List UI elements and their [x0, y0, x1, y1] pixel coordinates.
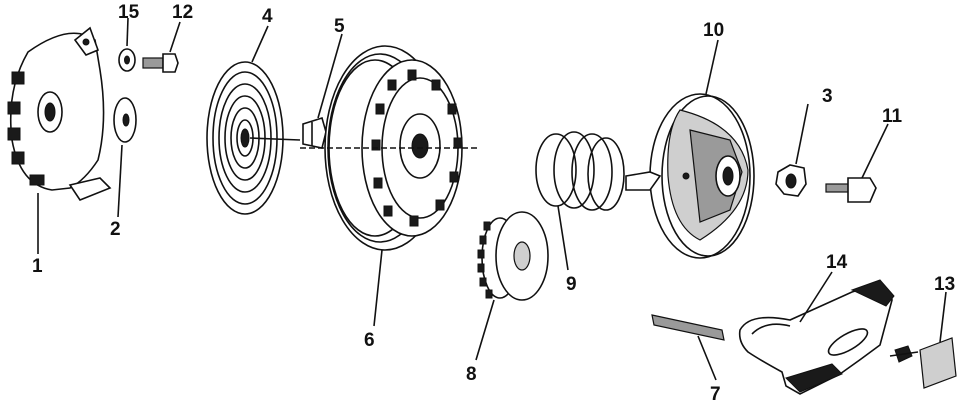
callout-14: 14 — [826, 252, 848, 273]
part-handle-cap — [919, 337, 957, 389]
callout-10: 10 — [703, 20, 724, 41]
callout-1: 1 — [32, 256, 43, 277]
part-rope-pulley — [300, 45, 480, 251]
part-hex-nut — [775, 164, 807, 197]
part-drive-gear — [477, 211, 549, 301]
part-housing-cover — [7, 26, 112, 201]
part-washer — [113, 97, 137, 143]
callout-13: 13 — [934, 274, 955, 295]
callout-6: 6 — [364, 330, 375, 351]
leader-lines — [37, 17, 947, 381]
part-screw-small — [142, 53, 179, 73]
part-rope — [651, 314, 725, 341]
part-retainer-plate — [625, 93, 755, 259]
part-friction-spring — [535, 131, 625, 211]
callout-12: 12 — [172, 2, 193, 23]
part-rewind-spring — [206, 61, 301, 215]
callout-11: 11 — [882, 106, 903, 127]
part-bolt — [825, 177, 877, 203]
part-starter-handle — [738, 279, 895, 395]
callout-15: 15 — [118, 2, 140, 23]
callout-5: 5 — [334, 16, 345, 37]
part-lock-washer — [118, 48, 136, 72]
callout-labels: 1 2 3 4 5 6 7 8 9 10 11 12 13 14 15 — [32, 2, 955, 405]
part-spring-clip — [302, 116, 327, 149]
callout-7: 7 — [710, 384, 721, 402]
callout-9: 9 — [566, 274, 577, 295]
part-handle-insert — [889, 345, 919, 363]
callout-2: 2 — [110, 219, 121, 240]
callout-4: 4 — [262, 6, 273, 27]
callout-8: 8 — [466, 364, 477, 385]
callout-3: 3 — [822, 86, 833, 107]
